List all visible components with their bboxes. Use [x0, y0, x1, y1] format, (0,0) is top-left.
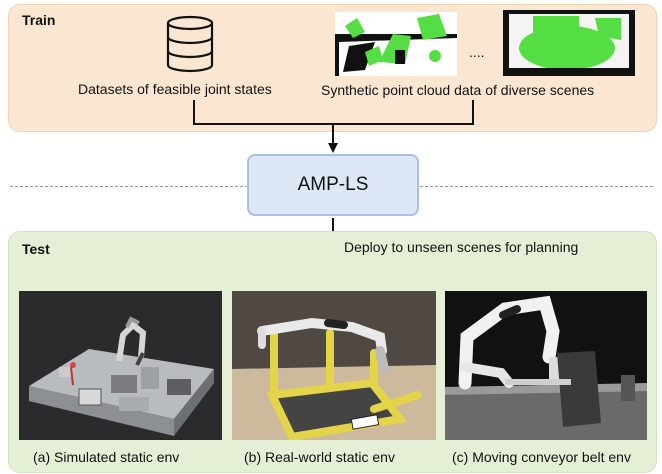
amp-ls-model-box: AMP-LS: [247, 154, 419, 216]
datasets-caption: Datasets of feasible joint states: [78, 81, 272, 97]
deploy-caption: Deploy to unseen scenes for planning: [342, 239, 581, 255]
test-label: Test: [22, 241, 50, 257]
scene-c-caption: (c) Moving conveyor belt env: [452, 449, 631, 465]
pointcloud-scene-2: [503, 10, 635, 76]
scene-a-image: [19, 291, 222, 440]
train-label: Train: [22, 12, 56, 28]
pointcloud-scene-1: [335, 12, 457, 76]
scene-b-caption: (b) Real-world static env: [244, 449, 395, 465]
amp-ls-label: AMP-LS: [297, 174, 369, 195]
ellipsis: ....: [469, 44, 485, 60]
database-icon: [166, 15, 214, 73]
scene-b-image: [232, 291, 436, 440]
scene-c-image: [445, 291, 647, 440]
pointcloud-caption: Synthetic point cloud data of diverse sc…: [321, 82, 595, 98]
scene-a-caption: (a) Simulated static env: [33, 449, 180, 465]
